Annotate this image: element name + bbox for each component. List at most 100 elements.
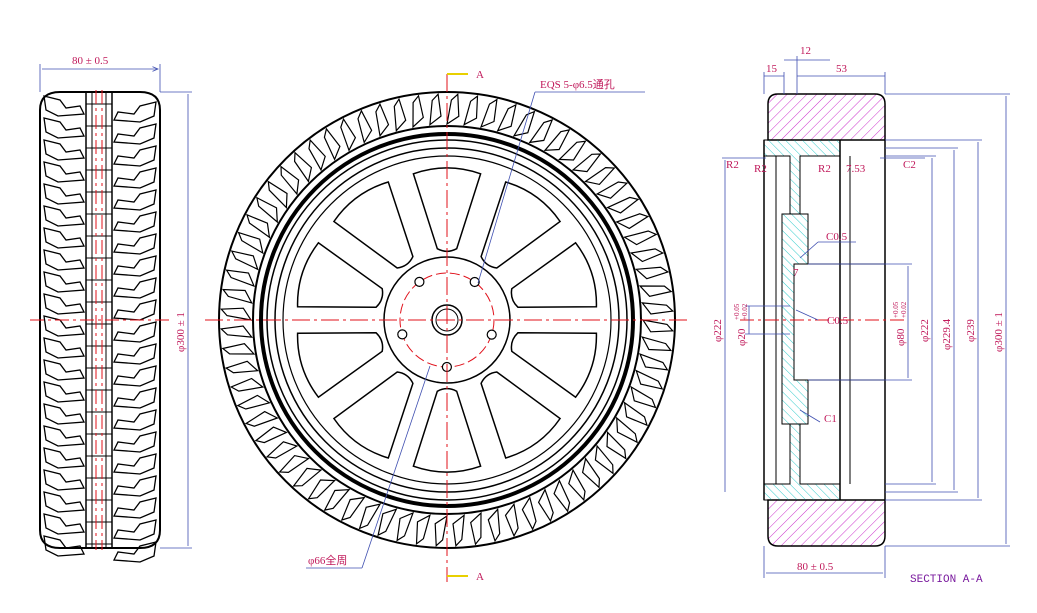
d20-tolerance-lower: +0.02 xyxy=(741,303,749,320)
spoke-window xyxy=(296,332,384,399)
hub-web-section xyxy=(781,213,809,425)
tread-block xyxy=(43,249,86,271)
d80-label: φ80 xyxy=(895,328,907,346)
tread-lug xyxy=(446,93,460,126)
tread-lug xyxy=(640,302,675,315)
tread-lug xyxy=(220,307,253,321)
tread-block xyxy=(43,271,86,293)
spoke-window xyxy=(510,332,598,399)
dim-7-53: 7.53 xyxy=(846,163,866,175)
tread-lug xyxy=(629,248,665,263)
r2-label-a: R2 xyxy=(726,159,739,171)
tread-lug xyxy=(377,508,398,537)
tread-lug xyxy=(246,213,271,239)
pcd-callout-leader xyxy=(361,365,431,569)
tread-block xyxy=(112,431,157,453)
tread-block xyxy=(43,293,86,315)
r2-label-b: R2 xyxy=(754,163,767,175)
bolt-hole xyxy=(469,276,480,288)
section-mark-bottom-label: A xyxy=(476,571,484,583)
c2-label: C2 xyxy=(903,159,916,171)
tread-lug xyxy=(229,377,265,392)
tread-lug xyxy=(452,513,465,548)
tread-lug xyxy=(571,153,602,173)
tread-block xyxy=(112,255,157,277)
spoke-window xyxy=(480,371,562,459)
bolt-hole xyxy=(486,329,497,340)
tread-lug xyxy=(638,285,673,297)
side-outline xyxy=(39,91,161,549)
d300-label: φ300 ± 1 xyxy=(993,312,1005,352)
spoke-window xyxy=(296,241,384,308)
tread-lug xyxy=(635,369,664,390)
tread-block xyxy=(43,337,86,359)
hub-section-bottom xyxy=(763,423,841,501)
tread-block xyxy=(43,227,86,249)
spoke-window xyxy=(332,181,414,269)
tread-block xyxy=(112,453,157,475)
tread-lug xyxy=(553,479,571,513)
spoke-window xyxy=(412,167,482,253)
tread-lug xyxy=(415,514,431,546)
dim-15: 15 xyxy=(766,63,778,75)
tread-block xyxy=(112,277,157,299)
tread-block xyxy=(43,95,86,117)
tread-block xyxy=(43,205,86,227)
tread-lug xyxy=(429,92,442,127)
tread-block xyxy=(43,315,86,337)
tread-lug xyxy=(278,454,310,474)
tread-lug xyxy=(594,444,614,475)
side-width-label: 80 ± 0.5 xyxy=(72,55,109,67)
side-view: 80 ± 0.5 φ300 ± 1 xyxy=(30,55,192,563)
tread-lug xyxy=(224,360,260,374)
tread-lug xyxy=(606,430,627,460)
tread-lug xyxy=(375,102,390,138)
spoke-window xyxy=(510,241,598,308)
width-bottom-label: 80 ± 0.5 xyxy=(797,561,834,573)
tread-lug xyxy=(357,109,373,144)
tread-lug xyxy=(463,94,479,126)
tread-lug xyxy=(358,503,382,530)
tread-block xyxy=(43,469,86,491)
hole-callout-label: EQS 5-φ6.5通孔 xyxy=(540,78,615,91)
tread-lug xyxy=(512,110,536,137)
tread-lug xyxy=(323,127,341,161)
tread-lug xyxy=(323,489,351,511)
tread-lug xyxy=(496,103,517,132)
tread-lug xyxy=(292,467,323,487)
tread-block xyxy=(112,321,157,343)
tread-block xyxy=(43,447,86,469)
tread-lug xyxy=(307,479,337,500)
tread-lug xyxy=(568,468,586,502)
dim-7: 7 xyxy=(793,267,799,279)
tread-lug xyxy=(634,266,670,280)
tread-block xyxy=(43,161,86,183)
tread-lug xyxy=(396,511,415,542)
tread-lug xyxy=(434,514,448,547)
front-tread-pattern xyxy=(219,92,675,548)
d80-tolerance-upper: +0.05 xyxy=(892,301,900,318)
tread-block xyxy=(43,381,86,403)
tread-block xyxy=(112,343,157,365)
d239-label: φ239 xyxy=(965,319,977,342)
tread-block xyxy=(112,541,157,563)
tread-lug xyxy=(221,343,256,355)
tread-lug xyxy=(616,416,638,444)
hub-section-top xyxy=(763,139,841,215)
tread-lug xyxy=(265,441,299,459)
hole-callout-leader xyxy=(477,91,536,284)
tread-block xyxy=(112,101,157,123)
tread-lug xyxy=(244,410,279,427)
d229-4-label: φ229.4 xyxy=(941,318,953,350)
c0-5-mid-label: C0.5 xyxy=(827,315,849,327)
tread-block xyxy=(112,519,157,541)
tread-lug xyxy=(584,166,616,186)
spoke-window xyxy=(332,371,414,459)
dim-53: 53 xyxy=(836,63,848,75)
tread-block xyxy=(43,359,86,381)
section-view: 12 15 53 R2 R2 R2 7.53 C2 C0.5 7 C0.5 C1… xyxy=(712,45,1010,586)
d80-tolerance-lower: +0.02 xyxy=(900,301,908,318)
tread-lug xyxy=(641,319,674,333)
d222-left-label: φ222 xyxy=(712,319,724,342)
